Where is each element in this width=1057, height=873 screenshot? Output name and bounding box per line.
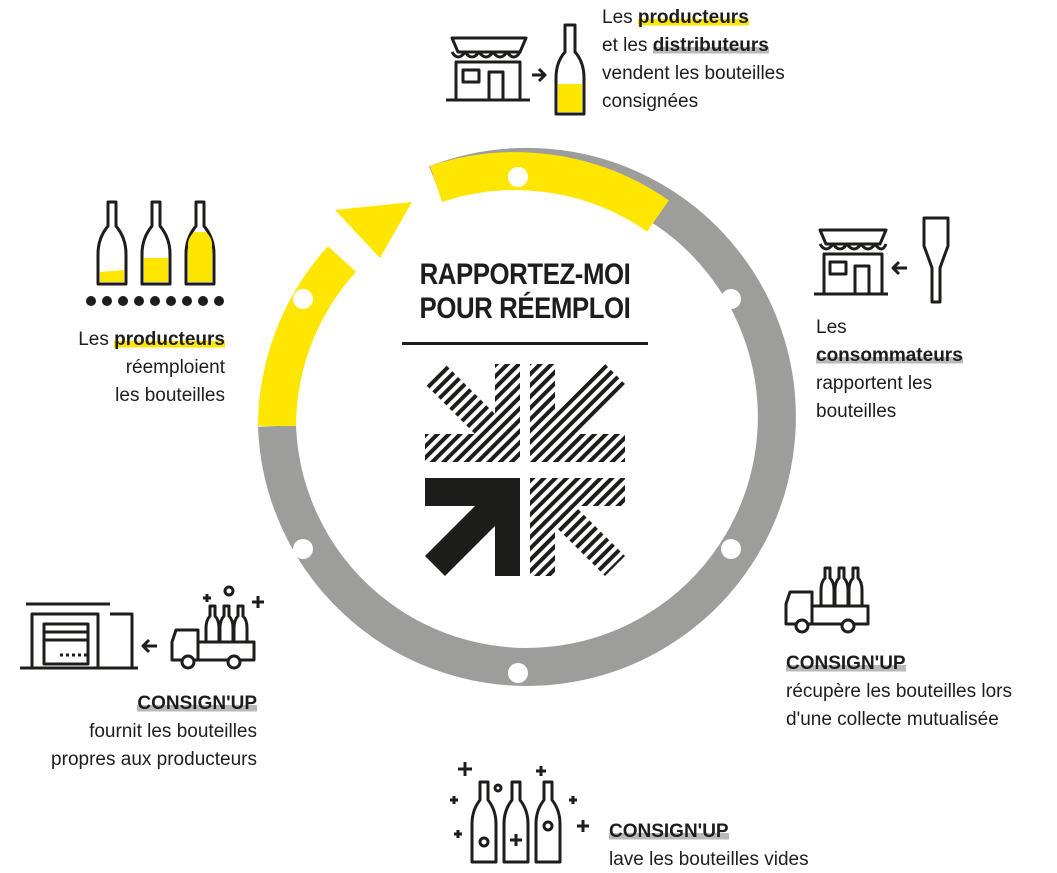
truck-to-warehouse-icon [20, 585, 264, 670]
ring-yellow-arc-left [258, 246, 357, 427]
caption-collect: CONSIGN'UP récupère les bouteilles lors … [786, 653, 1013, 730]
keyword-producteurs: producteurs [637, 7, 749, 28]
ring-dot [721, 539, 741, 559]
keyword-consignup: CONSIGN'UP [137, 693, 257, 714]
keyword-producteurs: producteurs [114, 329, 225, 350]
keyword-consignup: CONSIGN'UP [609, 821, 729, 842]
logo-arrow-bottom-right [530, 478, 625, 576]
sparkling-bottles-icon [450, 762, 589, 864]
keyword-consignup: CONSIGN'UP [786, 653, 906, 674]
caption-sell: Les producteurs et les distributeurs ven… [602, 7, 785, 112]
empty-bottle-to-shop-icon [814, 216, 950, 304]
ring-dot [293, 539, 313, 559]
caption-wash: CONSIGN'UP lave les bouteilles vides [609, 821, 809, 870]
title-divider [402, 342, 648, 345]
center-title-line2: POUR RÉEMPLOI [419, 292, 631, 325]
ring-dot [508, 167, 528, 187]
keyword-consommateurs: consommateurs [816, 345, 963, 366]
shop-to-bottle-icon [446, 23, 586, 116]
ring-dot [293, 289, 313, 309]
logo-arrow-solid [425, 478, 520, 576]
caption-reuse: Les producteurs réemploient les bouteill… [78, 329, 225, 406]
ring-dot [508, 663, 528, 683]
ring-dot [721, 289, 741, 309]
truck-with-bottles-icon [784, 566, 870, 634]
ring-arrow-head [335, 202, 412, 258]
logo-arrow-top-right [530, 364, 625, 462]
keyword-distributeurs: distributeurs [652, 35, 769, 56]
caption-return: Les consommateurs rapportent les bouteil… [816, 317, 963, 422]
caption-supply: CONSIGN'UP fournit les bouteilles propre… [51, 693, 257, 770]
logo-arrow-top-left [425, 364, 520, 462]
ring-yellow-arc-top [429, 152, 669, 232]
filling-bottles-icon [86, 200, 224, 306]
center-title-line1: RAPPORTEZ-MOI [419, 258, 631, 291]
